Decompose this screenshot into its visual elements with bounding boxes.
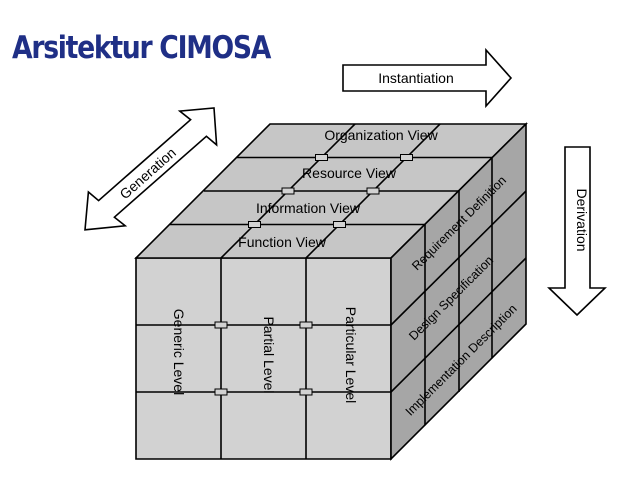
joint-mark [299, 388, 313, 396]
view-label-resource: Resource View [302, 165, 397, 181]
joint-marks [214, 154, 413, 396]
view-label-information: Information View [256, 200, 361, 216]
joint-mark [333, 221, 346, 228]
level-label-partial: Partial Level [261, 316, 277, 393]
joint-mark [248, 221, 261, 228]
page-title: Arsitektur CIMOSA [12, 30, 271, 66]
instantiation-arrow: Instantiation [342, 47, 513, 109]
derivation-arrow: Derivation [547, 146, 607, 317]
cube: Function View Information View Resource … [134, 122, 528, 461]
joint-mark [400, 154, 413, 161]
level-label-generic: Generic Level [171, 309, 187, 395]
derivation-arrow-shape [547, 146, 607, 317]
view-label-function: Function View [238, 234, 327, 250]
level-labels: Generic Level Partial Level Particular L… [171, 307, 359, 404]
side-grid [390, 157, 527, 426]
front-grid [136, 258, 391, 459]
joint-mark [366, 187, 380, 195]
joint-mark [214, 321, 228, 329]
joint-mark [281, 187, 295, 195]
joint-mark [299, 321, 313, 329]
joint-mark [315, 154, 328, 161]
view-labels: Function View Information View Resource … [238, 127, 438, 250]
instantiation-arrow-shape [342, 47, 513, 109]
joint-mark [214, 388, 228, 396]
derivation-label: Derivation [574, 188, 590, 251]
generation-label: Generation [116, 144, 178, 202]
instantiation-label: Instantiation [378, 70, 454, 86]
view-label-organization: Organization View [324, 127, 438, 143]
level-label-particular: Particular Level [343, 307, 359, 404]
generation-arrow-shape [84, 107, 218, 231]
